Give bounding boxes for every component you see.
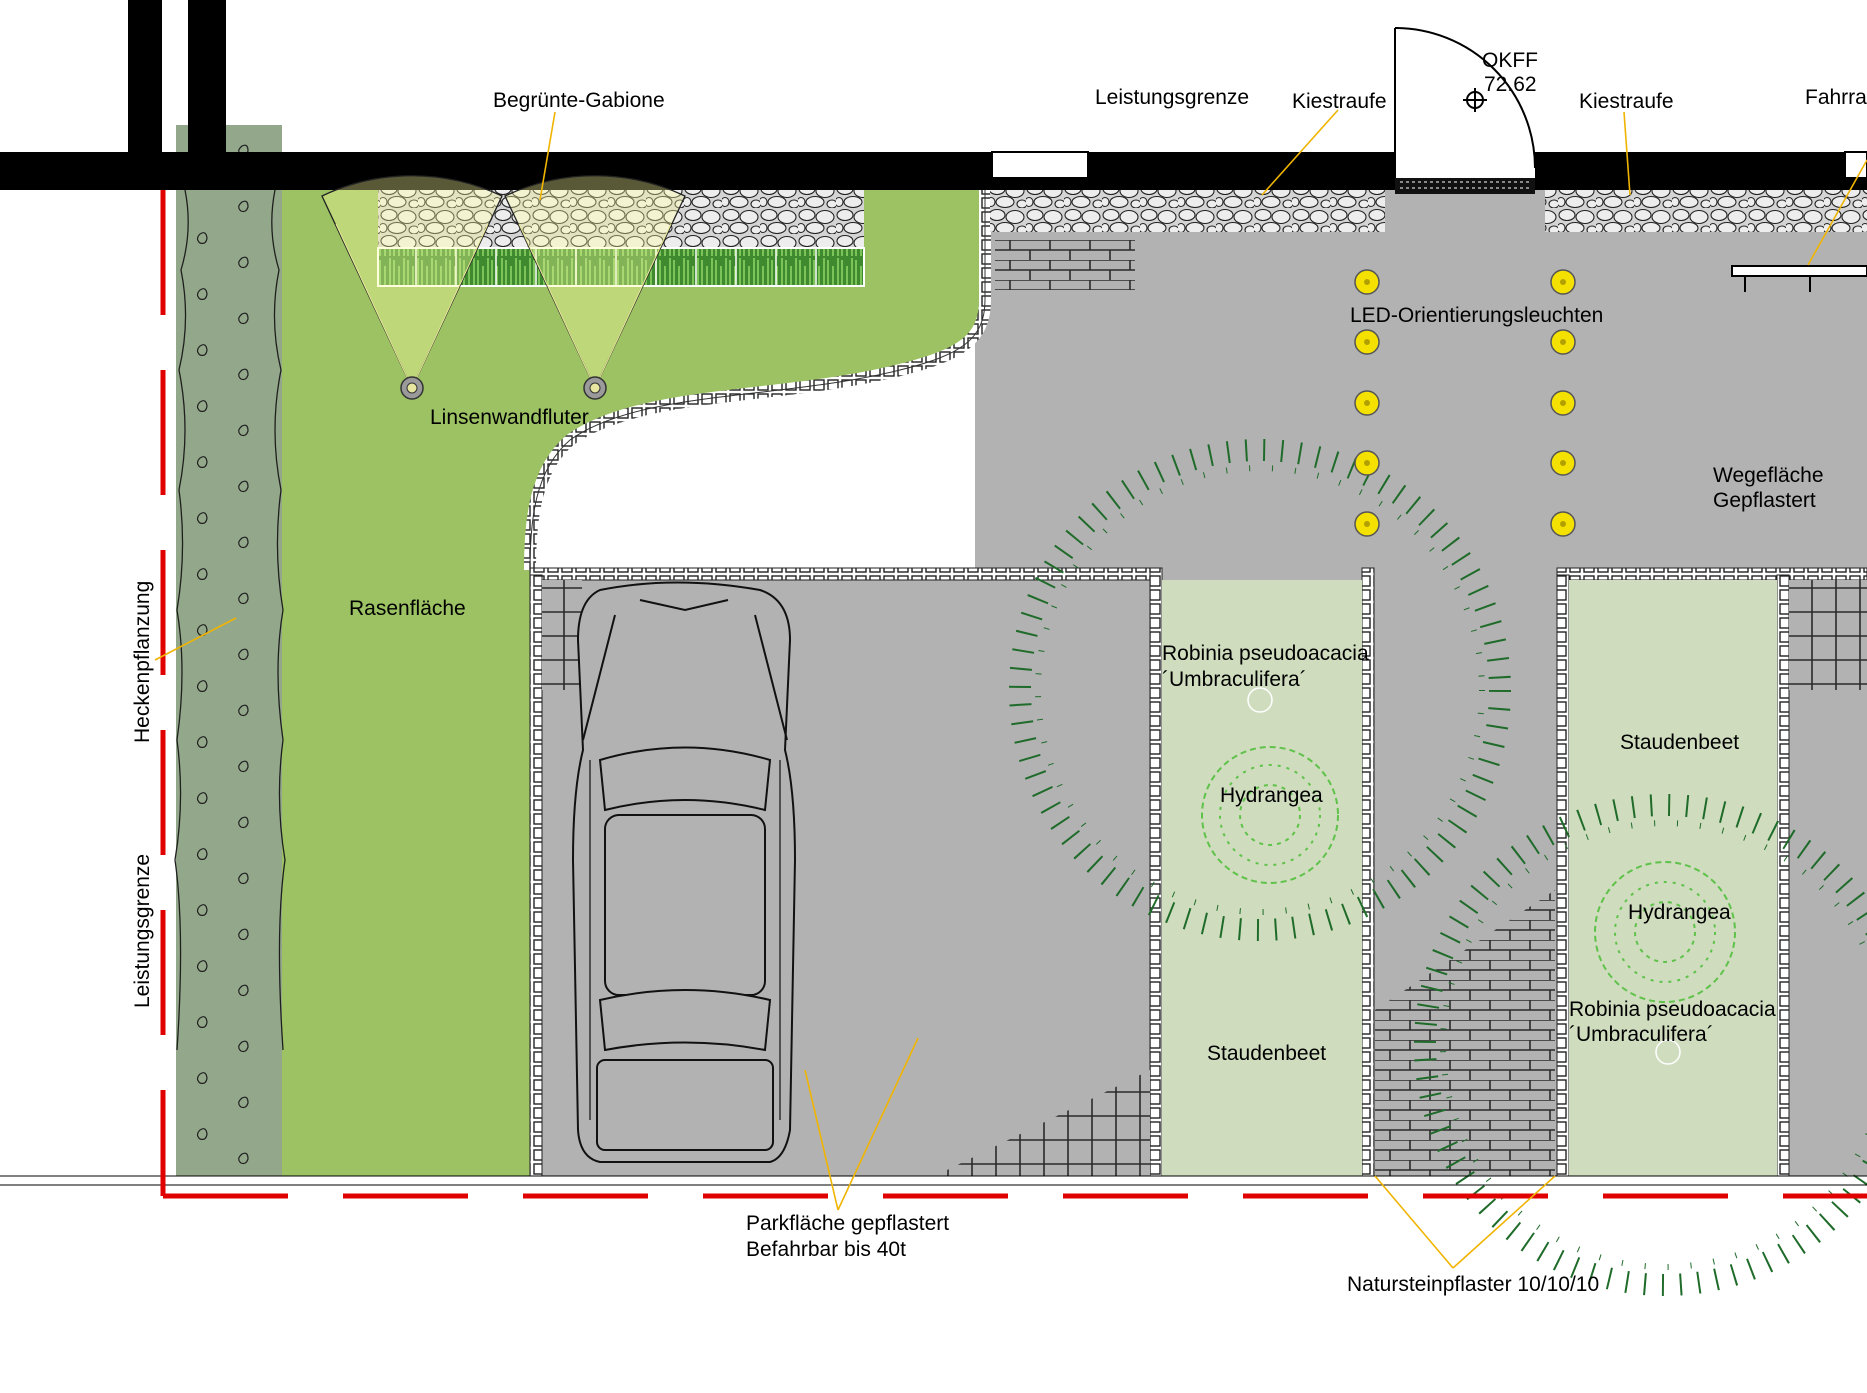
paver-patch [935,1070,1150,1176]
wall-opening [991,151,1089,179]
level-marker-icon [1463,88,1487,112]
tree-canopy-icon [1009,439,1511,941]
hedge-strip [176,125,282,1176]
parking-label-1: Parkfläche gepflastert [746,1212,949,1235]
tree-left-label-2: ´Umbraculifera´ [1162,668,1307,691]
boundary-top-label: Leistungsgrenze [1095,86,1249,109]
gravel-right-label: Kiestraufe [1579,90,1674,113]
lawn-label: Rasenfläche [349,597,466,620]
bike-label: Fahrrad [1805,86,1867,109]
planting-bed-left [1162,580,1362,1176]
hydrangea-right-label: Hydrangea [1628,901,1731,924]
wall-floodlight-icon [504,175,686,400]
planting-bed-right [1569,580,1777,1176]
okff-title: OKFF [1482,49,1538,72]
boundary-line [160,190,1867,1199]
path-label-1: Wegefläche [1713,464,1824,487]
lawn-area [278,190,985,1176]
paver-patch [542,580,582,690]
boundary-left-label: Leistungsgrenze [131,854,154,1008]
tree-right-label-2: ´Umbraculifera´ [1569,1023,1714,1046]
gravel-strip-right [1545,190,1867,232]
paver-block-top [995,240,1135,290]
tree-right-label-1: Robinia pseudoacacia [1569,998,1776,1021]
path-label-2: Gepflastert [1713,489,1816,512]
leader-lines [154,109,1867,1269]
shrub-icon [1594,861,1736,1003]
gabion-wall [377,190,865,287]
hedge-label: Heckenpflanzung [131,581,154,743]
car-icon [571,581,797,1163]
curbs [529,567,1867,1177]
bike-stand [1731,265,1867,292]
wall-floodlight-icon [321,175,503,400]
wall-light-label: Linsenwandfluter [430,406,589,429]
gravel-left-label: Kiestraufe [1292,90,1387,113]
tree-left-label-1: Robinia pseudoacacia [1162,642,1369,665]
parking-label-2: Befahrbar bis 40t [746,1238,906,1261]
building-walls [0,0,1867,190]
gravel-strip-left [990,190,1385,232]
stone-label: Natursteinpflaster 10/10/10 [1347,1273,1599,1296]
gabion-label: Begrünte-Gabione [493,89,665,112]
okff-value: 72.62 [1484,73,1537,96]
paver-patch [1375,890,1555,1176]
bed-right-label: Staudenbeet [1620,731,1739,754]
bed-left-label: Staudenbeet [1207,1042,1326,1065]
shrub-icon [1201,746,1339,884]
led-label: LED-Orientierungsleuchten [1350,304,1603,327]
paver-patch [1789,580,1867,690]
hydrangea-left-label: Hydrangea [1220,784,1323,807]
door-swing-icon [1394,27,1536,194]
